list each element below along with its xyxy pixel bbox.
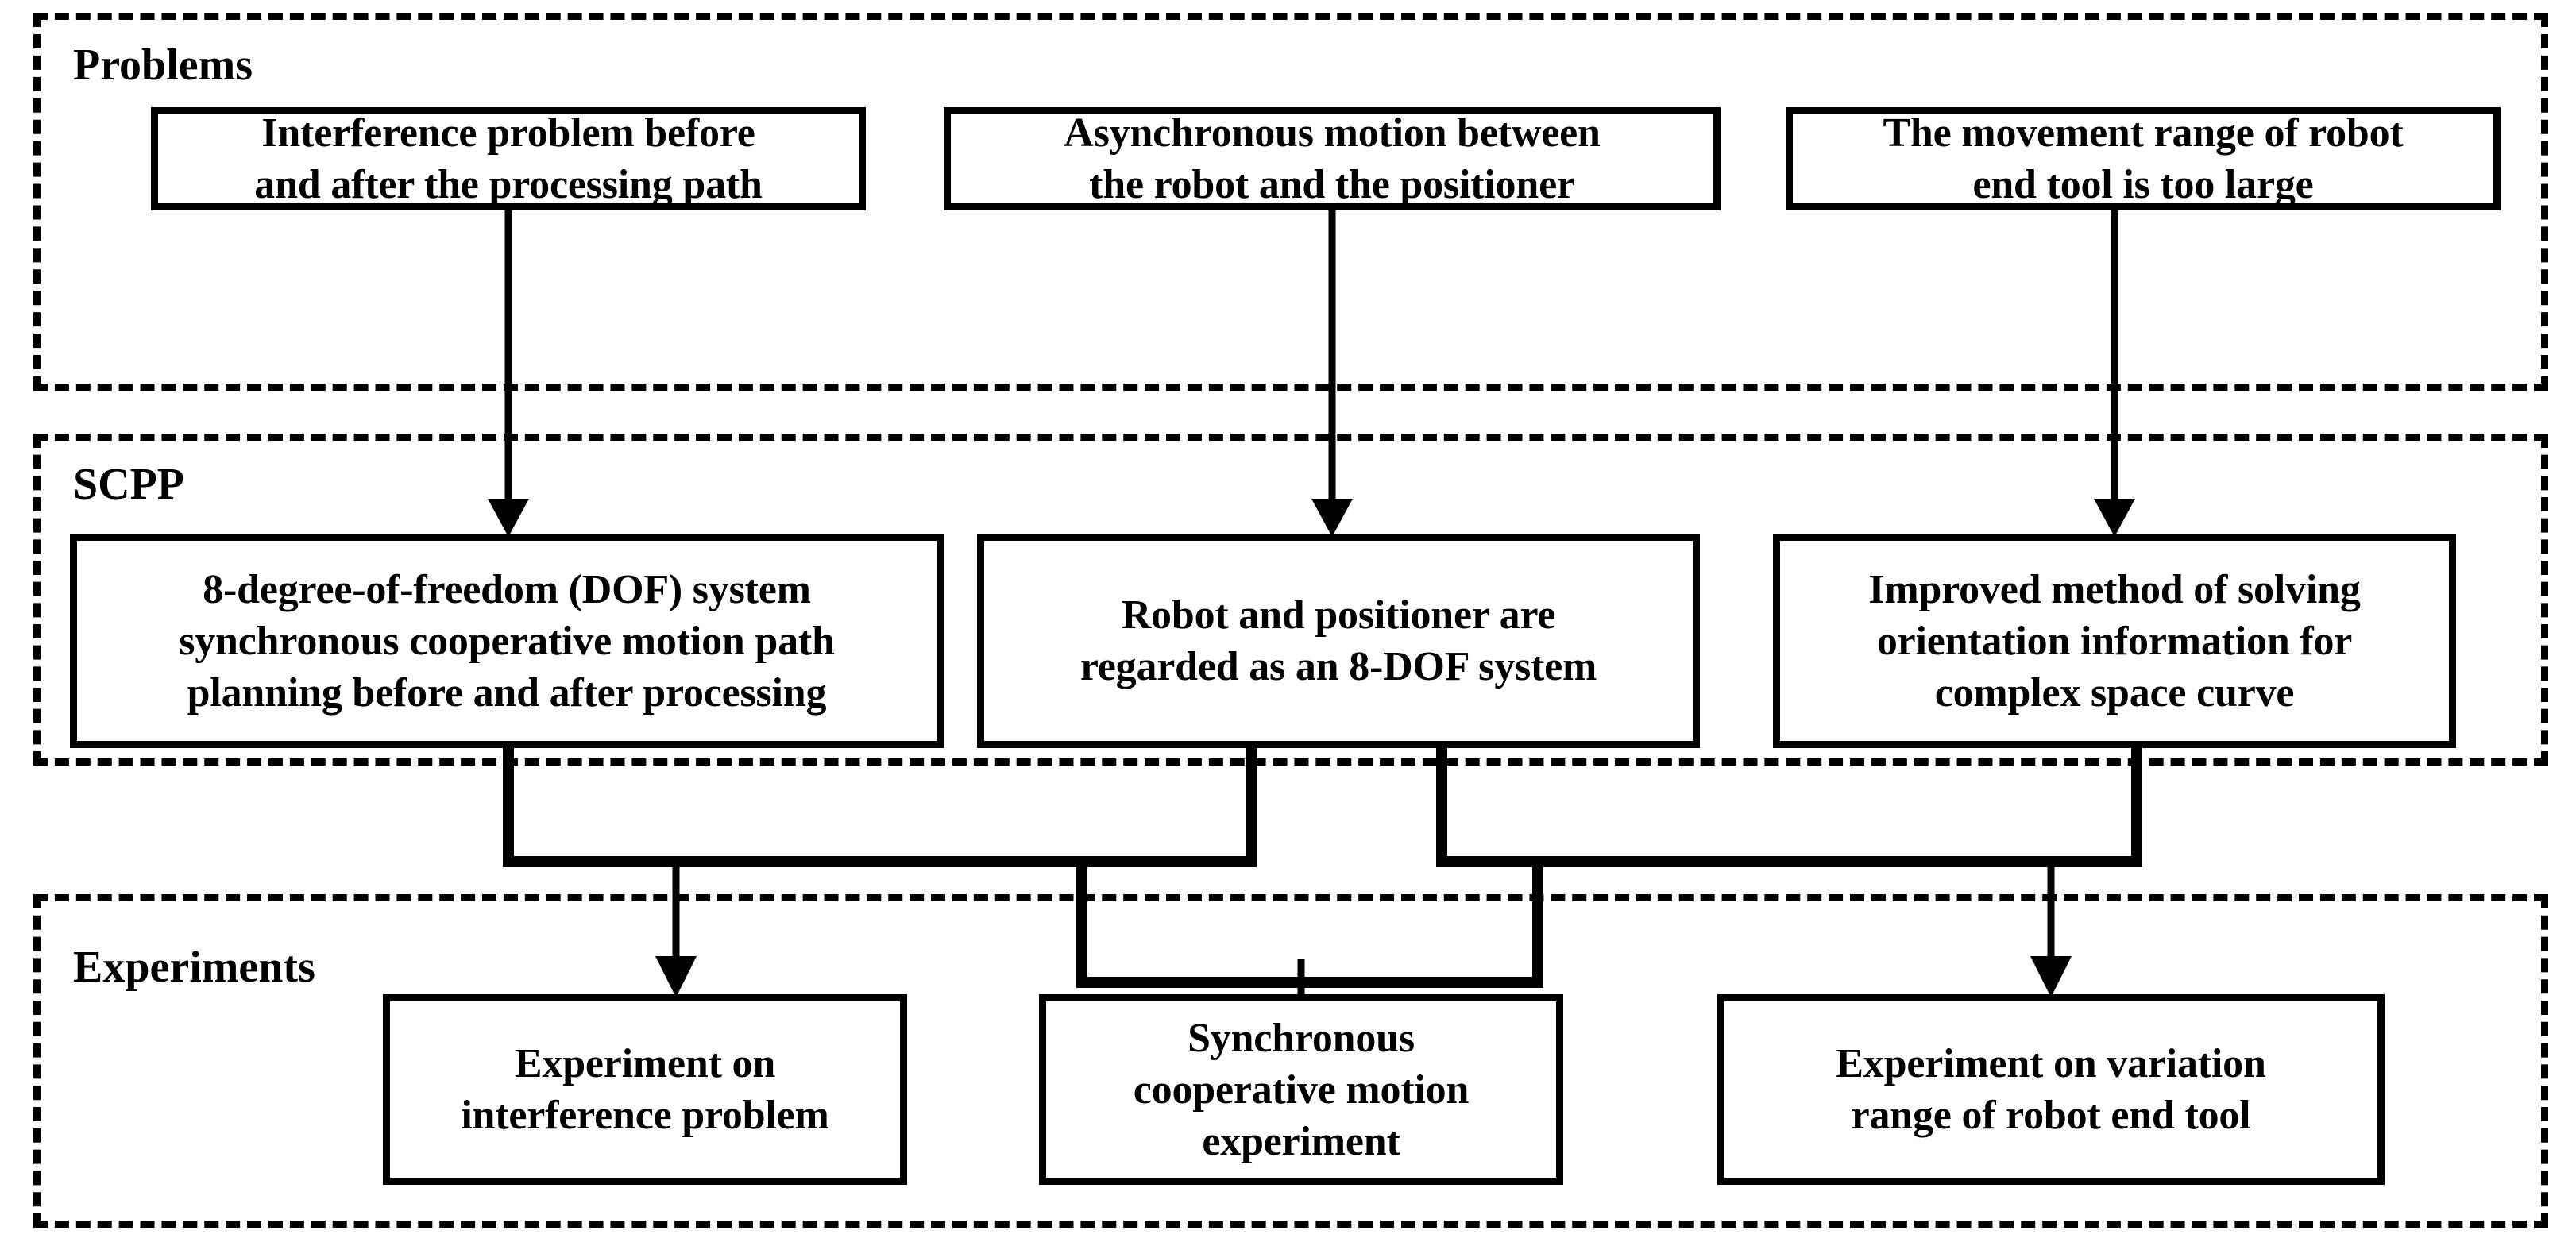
section-scpp: [33, 434, 2548, 766]
node-experiment-variation-range[interactable]: Experiment on variation range of robot e…: [1717, 994, 2385, 1185]
node-text-line1: 8-degree-of-freedom (DOF) system: [203, 566, 811, 612]
node-text-line3: planning before and after processing: [187, 669, 827, 716]
node-text-line1: Experiment on variation: [1836, 1041, 2266, 1086]
section-label-experiments: Experiments: [73, 943, 315, 992]
node-text-line2: orientation information for: [1876, 618, 2353, 664]
node-robot-positioner-8dof[interactable]: Robot and positioner are regarded as an …: [977, 534, 1700, 748]
node-text-line2: and after the processing path: [254, 162, 763, 207]
node-text-line1: Asynchronous motion between: [1064, 110, 1601, 156]
node-text-line1: The movement range of robot: [1883, 110, 2404, 156]
node-text-line2: synchronous cooperative motion path: [179, 618, 835, 664]
node-text-line1: Interference problem before: [261, 110, 755, 156]
node-experiment-interference[interactable]: Experiment on interference problem: [383, 994, 907, 1185]
section-problems: [33, 13, 2548, 391]
node-text-line1: Robot and positioner are: [1121, 592, 1556, 638]
section-label-scpp: SCPP: [73, 460, 184, 509]
node-text-line2: cooperative motion: [1133, 1067, 1470, 1113]
node-text-line3: complex space curve: [1934, 669, 2295, 716]
node-interference-problem[interactable]: Interference problem before and after th…: [151, 107, 866, 210]
node-text-line2: the robot and the positioner: [1089, 162, 1575, 207]
section-label-problems: Problems: [73, 41, 253, 90]
node-8dof-path-planning[interactable]: 8-degree-of-freedom (DOF) system synchro…: [70, 534, 944, 748]
node-text-line2: end tool is too large: [1972, 162, 2314, 207]
node-asynchronous-motion[interactable]: Asynchronous motion between the robot an…: [944, 107, 1721, 210]
node-text-line1: Synchronous: [1188, 1015, 1415, 1061]
node-synchronous-cooperative-experiment[interactable]: Synchronous cooperative motion experimen…: [1039, 994, 1563, 1185]
node-text-line2: range of robot end tool: [1851, 1093, 2251, 1138]
node-movement-range[interactable]: The movement range of robot end tool is …: [1786, 107, 2501, 210]
node-text-line2: interference problem: [461, 1093, 829, 1138]
node-text-line1: Experiment on: [514, 1041, 776, 1086]
node-text-line1: Improved method of solving: [1868, 566, 2361, 612]
node-text-line3: experiment: [1202, 1118, 1400, 1164]
node-improved-orientation-method[interactable]: Improved method of solving orientation i…: [1773, 534, 2456, 748]
node-text-line2: regarded as an 8-DOF system: [1079, 644, 1597, 689]
